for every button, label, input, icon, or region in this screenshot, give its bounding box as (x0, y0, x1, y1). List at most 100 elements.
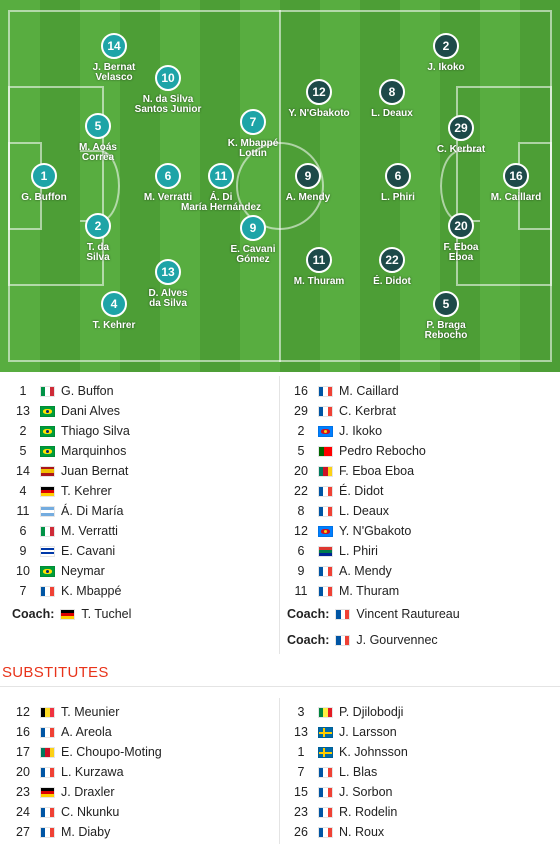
flag-icon (40, 425, 55, 437)
shirt-number: 16 (16, 725, 30, 739)
player-name: C. Nkunku (61, 805, 120, 819)
shirt-number: 9 (19, 544, 27, 558)
flag-icon (318, 485, 333, 497)
coach-label: Coach: (287, 633, 330, 647)
player-name: Á. Di María (61, 504, 124, 518)
shirt-number: 2 (85, 213, 111, 239)
flag-icon (318, 525, 333, 537)
flag-icon (40, 585, 55, 597)
player-name: C. Kerbrat (436, 144, 486, 155)
shirt-number: 7 (297, 765, 305, 779)
player-name: G. Buffon (61, 384, 114, 398)
away-player-marker: 29 C. Kerbrat (406, 115, 516, 155)
flag-icon (40, 766, 55, 778)
player-name: N. da Silva Santos Junior (134, 94, 202, 115)
flag-icon (60, 608, 76, 620)
player-name: Marquinhos (61, 444, 127, 458)
flag-icon (40, 806, 55, 818)
flag-icon (318, 585, 333, 597)
player-row: 4 T. Kehrer (6, 481, 276, 501)
shirt-number: 5 (19, 444, 27, 458)
shirt-number: 9 (240, 215, 266, 241)
shirt-number: 1 (31, 163, 57, 189)
player-name: T. Kehrer (61, 484, 112, 498)
centre-circle (236, 142, 324, 230)
player-name: L. Deaux (371, 108, 413, 119)
shirt-number: 9 (297, 564, 305, 578)
shirt-number: 13 (155, 259, 181, 285)
player-name: Juan Bernat (61, 464, 129, 478)
shirt-number: 1 (297, 745, 305, 759)
flag-icon (318, 726, 333, 738)
shirt-number: 12 (306, 79, 332, 105)
player-name: J. Draxler (61, 785, 115, 799)
shirt-number: 11 (208, 163, 234, 189)
shirt-number: 5 (85, 113, 111, 139)
shirt-number: 4 (19, 484, 27, 498)
shirt-number: 7 (19, 584, 27, 598)
substitutes-divider (279, 698, 280, 844)
pitch-stripe (0, 0, 40, 372)
shirt-number: 10 (16, 564, 30, 578)
shirt-number: 15 (294, 785, 308, 799)
player-name: J. Bernat Velasco (92, 62, 136, 83)
player-name: T. da Silva (86, 242, 110, 263)
flag-icon (335, 608, 351, 620)
shirt-number: 22 (294, 484, 308, 498)
shirt-number: 17 (16, 745, 30, 759)
shirt-number: 16 (294, 384, 308, 398)
flag-icon (40, 706, 55, 718)
player-name: É. Didot (339, 484, 384, 498)
shirt-number: 16 (503, 163, 529, 189)
pitch-stripe (400, 0, 440, 372)
shirt-number: 6 (385, 163, 411, 189)
shirt-number: 7 (240, 109, 266, 135)
away-coach-name: Vincent Rautureau (356, 607, 460, 621)
flag-icon (318, 786, 333, 798)
player-name: M. Aoás Corrêa (79, 142, 117, 163)
flag-icon (40, 545, 55, 557)
shirt-number: 14 (16, 464, 30, 478)
player-name: N. Roux (339, 825, 385, 839)
player-name: Neymar (61, 564, 105, 578)
flag-icon (40, 786, 55, 798)
shirt-number: 29 (448, 115, 474, 141)
home-player-marker: 2 T. da Silva (43, 213, 153, 263)
player-name: K. Mbappé (61, 584, 122, 598)
shirt-number: 9 (295, 163, 321, 189)
player-name: E. Choupo-Moting (61, 745, 162, 759)
shirt-number: 12 (16, 705, 30, 719)
flag-icon (318, 806, 333, 818)
coach-label: Coach: (12, 607, 55, 621)
player-name: Dani Alves (61, 404, 121, 418)
home-coach: Coach: T. Tuchel (12, 604, 131, 624)
shirt-number: 2 (19, 424, 27, 438)
pitch-stripe (520, 0, 560, 372)
shirt-number: 5 (433, 291, 459, 317)
